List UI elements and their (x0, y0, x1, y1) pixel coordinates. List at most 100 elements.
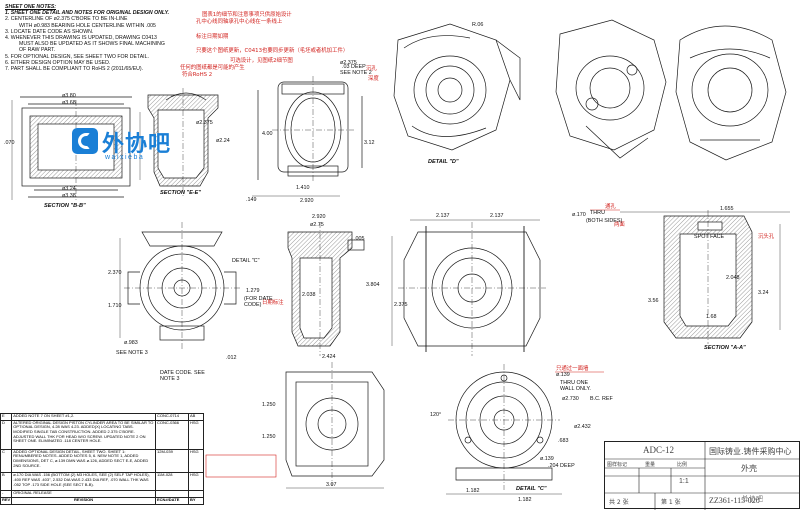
section-bb-label: SECTION "B-B" (44, 203, 86, 209)
dim-d31: 1.250 (262, 402, 276, 408)
dim-d35: ø2.730 (562, 396, 579, 402)
dim-d41: .683 (558, 438, 569, 444)
dim-d7: ø2.24 (216, 138, 230, 144)
dim-d22: 2.137 (490, 213, 504, 219)
dim-d24: ø.170 (572, 212, 586, 218)
dim-d30: 2.424 (322, 354, 336, 360)
callout-deep2: .204 DEEP (548, 463, 575, 469)
by-cell: HSG (188, 419, 204, 450)
note-1: 1. SHEET ONE DETAIL AND NOTES FOR ORIGIN… (5, 10, 170, 17)
revision-cell: ALTERED ORIGINAL DESIGN PISTON CYLINDER … (11, 419, 156, 450)
logo-text-en: waixieba (105, 154, 145, 161)
dim-d2: ø3.68 (62, 100, 76, 106)
section-bb-view (20, 96, 132, 200)
detail-d-left-view (393, 23, 521, 151)
dim-d12: 3.12 (364, 140, 375, 146)
dim-d16: 2.370 (108, 270, 122, 276)
dim-d14: 2.920 (300, 198, 314, 204)
ecn-cell: 12M-039 (155, 448, 189, 474)
dim-d32: 1.250 (262, 434, 276, 440)
revision-table: E ADDED NOTE 7 ON SHEET #1,2. CONC-0714 … (0, 413, 204, 505)
title-drawing-no: ZZ361-115-020 (709, 496, 760, 505)
detail-c-label: DETAIL "C" (516, 486, 547, 492)
dim-d1: ø3.80 (62, 93, 76, 99)
dim-d39: 1.182 (466, 488, 480, 494)
title-material: ADC-12 (643, 445, 674, 455)
annotation-cn-5: 可选设计，见图纸2细节图 (230, 58, 293, 64)
dim-d45: .012 (226, 355, 237, 361)
title-block-grid (605, 442, 800, 510)
header-revision: REVISION (11, 497, 156, 505)
callout-for-date-code: (FOR DATE CODE) (244, 296, 273, 308)
annotation-cn-12: 只通过一面墙 (556, 366, 589, 372)
annotation-cn-11: 沉头孔 (758, 234, 775, 240)
dim-d9: 2.920 (312, 214, 326, 220)
callout-spot-face: SPOT FACE (694, 234, 725, 240)
sheet-notes: SHEET ONE NOTES: 1. SHEET ONE DETAIL AND… (5, 4, 169, 72)
ecn-cell: 11M-028 (155, 472, 189, 492)
annotation-cn-4: 只要这个图纸更新，C0413也要同步更新（毛坯或者机加工件） (196, 48, 349, 54)
annotation-cn-13: 沉孔 (366, 66, 377, 72)
header-rev: REV (0, 497, 13, 505)
annotation-cn-10: 两面 (614, 222, 625, 228)
dim-d23: 2.375 (394, 302, 408, 308)
title-label-mark: 图样标记 (607, 462, 628, 468)
dim-d21: 2.137 (436, 213, 450, 219)
right-front-view (398, 222, 546, 356)
title-sheet-no: 第 1 张 (661, 499, 681, 506)
annotation-cn-9: 通孔 (605, 204, 616, 210)
dim-d6: ø2.375 (196, 120, 213, 126)
by-cell: HSG (188, 472, 204, 492)
ecn-cell: CONC-0366 (155, 419, 189, 450)
dim-d15: ø2.75 (310, 222, 324, 228)
dim-d36: ø2.432 (574, 424, 591, 430)
callout-thru: THRU (590, 210, 605, 216)
rev-cell: B (0, 472, 13, 492)
note-6: 6. EITHER DESIGN OPTION MAY BE USED. (5, 59, 111, 66)
callout-both-sides: (BOTH SIDES) (586, 218, 623, 224)
dim-d3: ø3.24 (62, 186, 76, 192)
dim-d44: .005 (354, 236, 365, 242)
note-5: 5. FOR OPTIONAL DESIGN, SEE SHEET TWO FO… (5, 53, 149, 60)
annotation-cn-2: 孔中心线同轴承孔中心线在一条线上 (196, 19, 283, 25)
top-view (257, 76, 363, 182)
dim-d4: .070 (4, 140, 15, 146)
dim-d28: 3.56 (648, 298, 659, 304)
title-sheet: 共 2 张 (609, 499, 629, 506)
header-by: BY (188, 497, 204, 505)
callout-date-code: DATE CODE. SEE NOTE 3 (160, 370, 205, 382)
corner-watermark: 外协吧 (742, 495, 763, 503)
dim-d18: 1.279 (246, 288, 260, 294)
callout-see-note-2: SEE NOTE 2 (340, 70, 372, 76)
table-row: C ADDED OPTIONAL DESIGN DETAIL, SHEET TW… (0, 448, 204, 474)
dim-d17: 1.710 (108, 303, 122, 309)
callout-bc-ref: B.C. REF (590, 396, 613, 402)
dim-d11: 4.00 (262, 131, 273, 137)
dim-d20: 3.804 (366, 282, 380, 288)
dim-d10: .149 (246, 197, 257, 203)
header-ecn: ECN#/DATE (155, 497, 189, 505)
title-label-weight: 重量 (645, 462, 656, 468)
note-3: 3. LOCATE DATE CODE AS SHOWN. (5, 28, 94, 35)
dim-d37: ø.139 (540, 456, 554, 462)
title-part-name: 外壳 (741, 464, 757, 473)
rev-cell: D (0, 419, 13, 450)
revision-cell: ADDED OPTIONAL DESIGN DETAIL, SHEET TWO.… (11, 448, 156, 474)
annotation-cn-8: 日期标注 (262, 300, 284, 306)
dim-d26: 2.048 (726, 275, 740, 281)
dim-d29: 1.68 (706, 314, 717, 320)
table-row: D ALTERED ORIGINAL DESIGN PISTON CYLINDE… (0, 419, 204, 450)
section-ee-label: SECTION "E-E" (160, 190, 202, 196)
table-header-row: REV REVISION ECN#/DATE BY (0, 497, 204, 505)
dim-d5: ø3.38 (62, 193, 76, 199)
title-label-scale: 比例 (677, 462, 688, 468)
section-aa-label: SECTION "A-A" (704, 345, 746, 351)
annotation-cn-6: 任何的图纸都是可能的产生 (180, 65, 245, 71)
annotation-cn-1: 图表1的细节和注意事项只供原始设计 (202, 12, 292, 18)
dim-d19: 2.038 (302, 292, 316, 298)
title-block: ADC-12 国际铸业.铸件采购中心 图样标记 重量 比例 外壳 1:1 共 2… (604, 441, 800, 510)
waixieba-logo: 外协吧 waixieba (72, 126, 190, 164)
dim-d34: ø.139 (556, 372, 570, 378)
